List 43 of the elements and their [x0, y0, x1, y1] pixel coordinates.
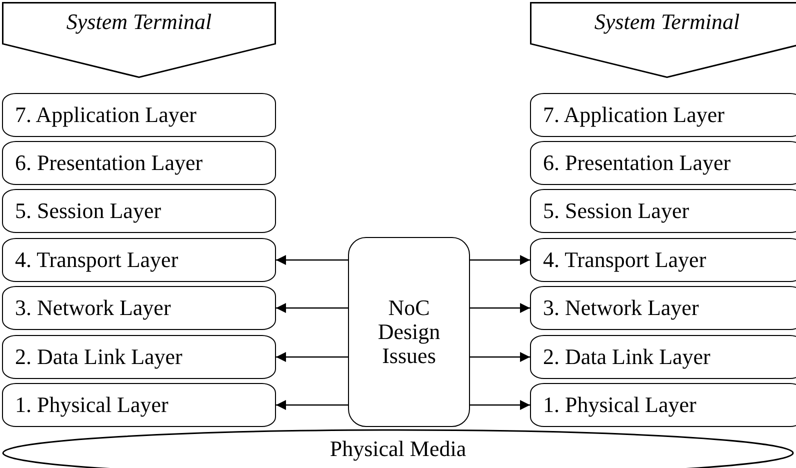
layer-label: 6. Presentation Layer [15, 150, 203, 176]
terminal-shape [2, 2, 276, 78]
layer-box [2, 189, 276, 233]
layer-box [530, 238, 796, 282]
layer-box [2, 335, 276, 379]
terminal-shape [530, 2, 796, 78]
arrow [276, 400, 348, 410]
arrow [470, 255, 530, 265]
layer-box [530, 189, 796, 233]
layer-box [2, 93, 276, 137]
terminal-label: System Terminal [594, 10, 740, 34]
layer-label: 6. Presentation Layer [543, 150, 731, 176]
layer-label: 5. Session Layer [15, 198, 162, 224]
layer-box [2, 141, 276, 185]
layer-label: 7. Application Layer [15, 102, 196, 128]
arrow [276, 352, 348, 362]
layer-box [2, 383, 276, 427]
layer-label: 3. Network Layer [543, 296, 699, 320]
arrow [276, 255, 348, 265]
arrow [470, 352, 530, 362]
layer-box [2, 238, 276, 282]
layer-label: 4. Transport Layer [543, 248, 706, 272]
layer-box [530, 383, 796, 427]
layer-label: 7. Application Layer [543, 102, 724, 128]
layer-label: 1. Physical Layer [543, 392, 696, 418]
layer-label: 5. Session Layer [543, 198, 690, 224]
media-label: Physical Media [330, 437, 466, 462]
noc-box [348, 237, 470, 427]
arrow [470, 400, 530, 410]
layer-box [530, 335, 796, 379]
layer-box [530, 93, 796, 137]
layer-label: 1. Physical Layer [15, 392, 168, 418]
layer-label: 4. Transport Layer [15, 248, 178, 272]
noc-label: NoC Design Issues [376, 296, 442, 368]
layer-box [530, 286, 796, 330]
arrow [470, 303, 530, 313]
terminal-label: System Terminal [66, 10, 212, 34]
layer-label: 2. Data Link Layer [15, 344, 182, 370]
layer-box [530, 141, 796, 185]
arrow [276, 303, 348, 313]
layer-label: 3. Network Layer [15, 296, 171, 320]
layer-label: 2. Data Link Layer [543, 344, 710, 370]
layer-box [2, 286, 276, 330]
